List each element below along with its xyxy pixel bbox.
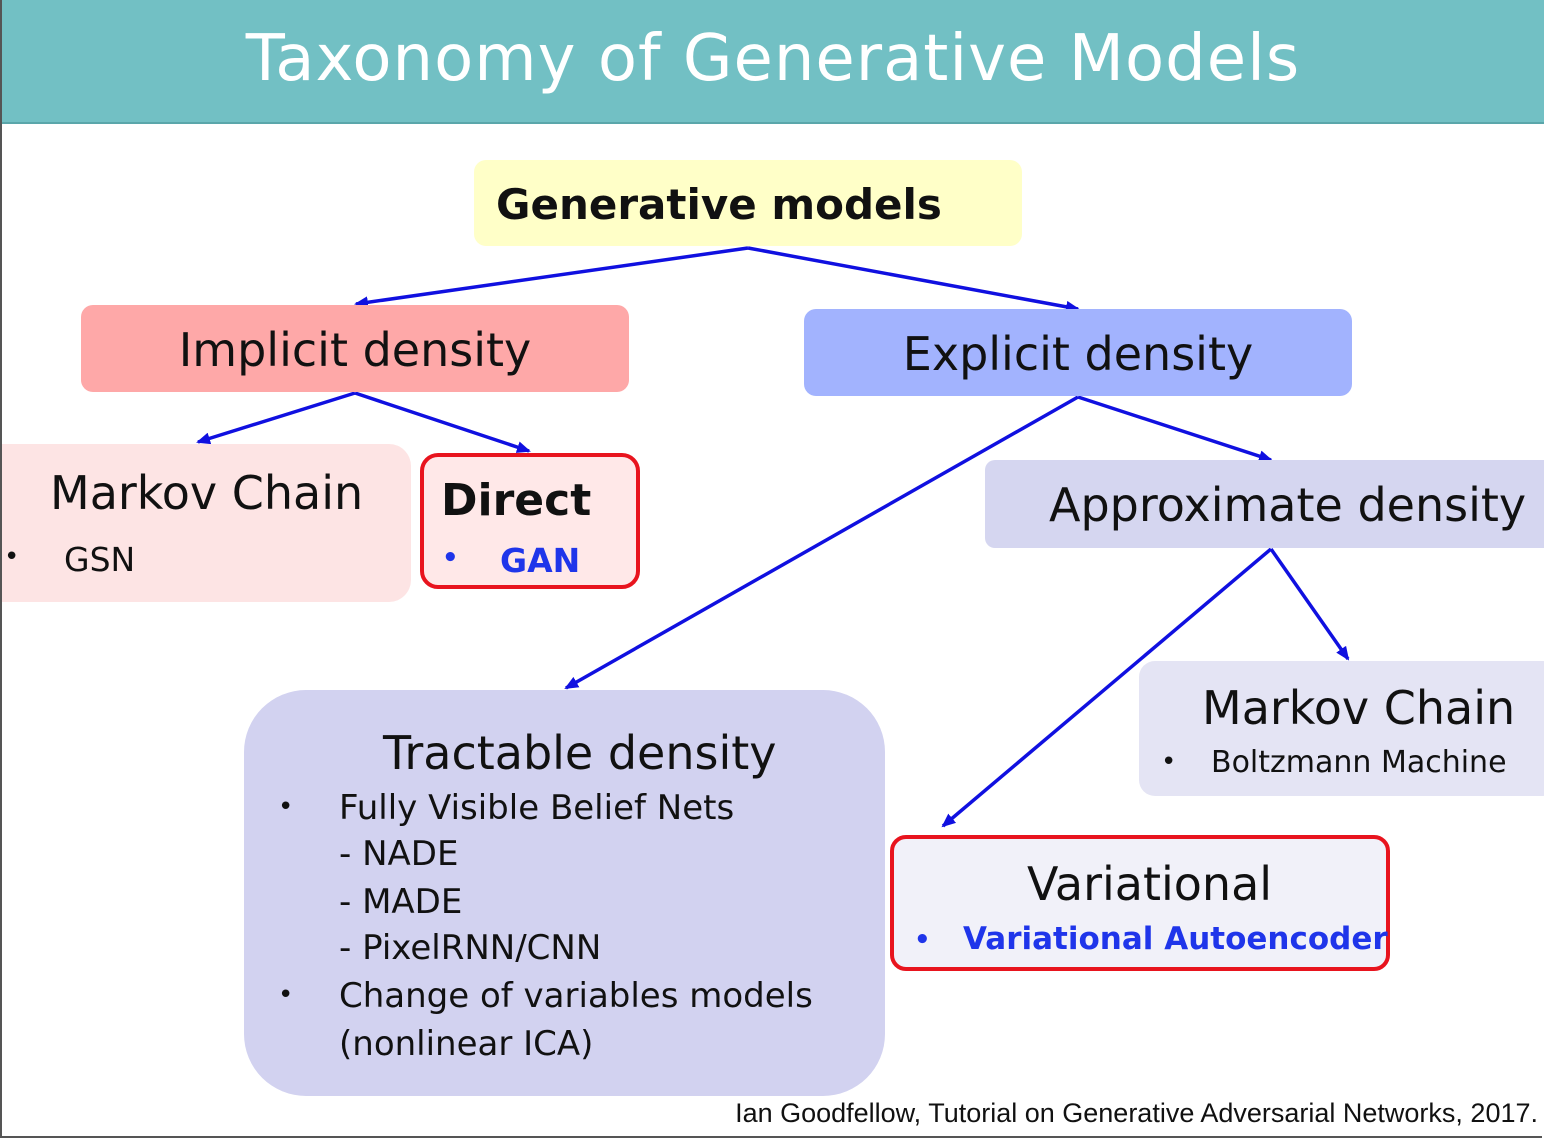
list-item-boltzmann: Boltzmann Machine (1211, 745, 1507, 780)
edge-root-to-implicit (354, 246, 749, 309)
node-label: Markov Chain (1202, 681, 1516, 735)
title-bar: Taxonomy of Generative Models (2, 0, 1544, 124)
node-explicit-density: Explicit density (804, 309, 1352, 396)
node-label: Direct (441, 475, 592, 526)
node-label: Variational (1027, 857, 1273, 911)
list-item-change-of-variables: Change of variables models (339, 976, 813, 1016)
edge-implicit-to-direct (354, 391, 531, 453)
bullet-icon: • (4, 542, 20, 572)
bullet-icon: • (278, 980, 294, 1010)
node-tractable-density: Tractable density • Fully Visible Belief… (244, 690, 885, 1096)
list-item-vae: Variational Autoencoder (963, 921, 1388, 957)
bullet-icon: • (914, 925, 931, 955)
node-label: Approximate density (1049, 478, 1527, 532)
edge-explicit-to-tractable (564, 395, 1079, 690)
edge-explicit-to-approx (1077, 395, 1273, 462)
node-label: Markov Chain (50, 466, 364, 520)
node-variational: Variational • Variational Autoencoder (890, 835, 1390, 971)
edge-approx-to-variational (941, 547, 1273, 828)
list-subitem-pixelrnn: - PixelRNN/CNN (339, 928, 602, 968)
node-label: Explicit density (902, 327, 1254, 381)
bullet-icon: • (1161, 747, 1177, 777)
list-item-continuation: (nonlinear ICA) (339, 1024, 594, 1064)
list-item-fvbn: Fully Visible Belief Nets (339, 788, 735, 828)
node-implicit-density: Implicit density (81, 305, 629, 392)
edge-root-to-explicit (747, 246, 1080, 313)
list-item-gsn: GSN (64, 540, 136, 579)
node-label: Implicit density (178, 323, 532, 377)
slide-title: Taxonomy of Generative Models (245, 22, 1301, 96)
list-subitem-made: - MADE (339, 882, 463, 922)
node-label: Generative models (496, 180, 942, 229)
list-item-gan: GAN (500, 541, 581, 580)
node-label: Tractable density (383, 726, 777, 780)
node-approximate-density: Approximate density (985, 460, 1544, 548)
edge-approx-to-markov (1269, 547, 1350, 661)
node-generative-models: Generative models (474, 160, 1022, 246)
citation: Ian Goodfellow, Tutorial on Generative A… (735, 1098, 1538, 1128)
node-direct: Direct • GAN (420, 453, 640, 589)
list-subitem-nade: - NADE (339, 834, 459, 874)
node-markov-chain-implicit: Markov Chain • GSN (0, 444, 411, 602)
node-markov-chain-explicit: Markov Chain • Boltzmann Machine (1139, 661, 1544, 796)
bullet-icon: • (278, 792, 294, 822)
bullet-icon: • (442, 543, 459, 573)
edge-implicit-to-markov (196, 391, 356, 445)
